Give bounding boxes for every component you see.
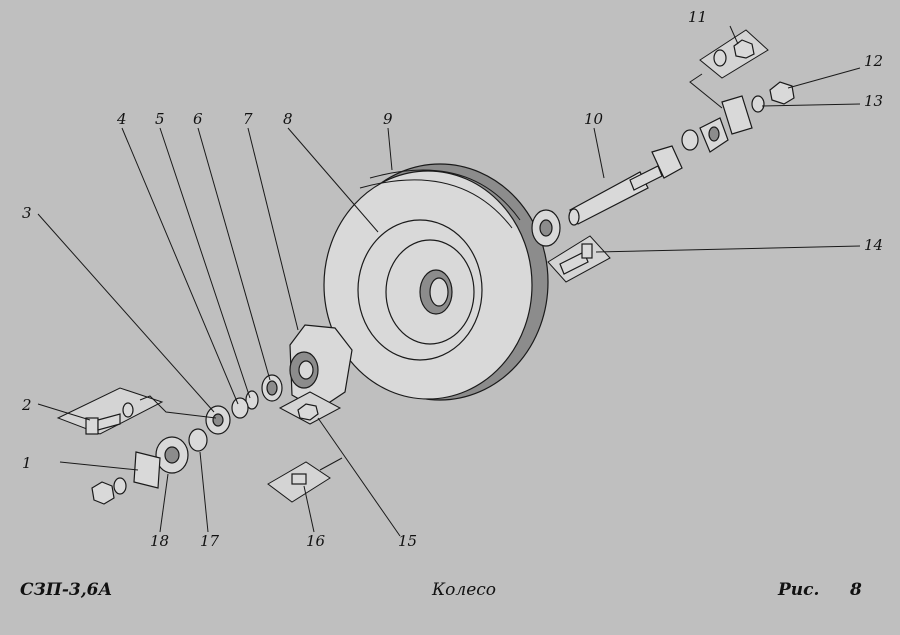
fitting-part-16 [267, 457, 343, 503]
drawing-title: Колесо [432, 580, 497, 600]
callout-8: 8 [283, 110, 293, 128]
plate-part-13 [721, 95, 765, 135]
leader-lines [37, 25, 861, 537]
washer-17 [188, 428, 208, 452]
callout-14: 14 [864, 236, 883, 254]
flange-right [651, 117, 729, 179]
callout-18: 18 [150, 532, 169, 550]
axle-part-10 [531, 165, 663, 247]
figure-number: 8 [850, 580, 862, 600]
nut-part-12 [769, 81, 795, 105]
callout-11: 11 [688, 8, 707, 26]
callout-6: 6 [193, 110, 203, 128]
figure-label: Рис. [778, 580, 820, 600]
callout-10: 10 [584, 110, 604, 128]
seal-4 [231, 397, 249, 419]
callouts: 1 2 3 4 5 6 7 8 9 10 11 12 13 14 15 16 1… [21, 8, 883, 550]
plate-part-1 [91, 451, 161, 505]
hub-part-7 [289, 324, 353, 411]
callout-17: 17 [200, 532, 220, 550]
flange-18 [155, 436, 189, 474]
callout-15: 15 [398, 532, 417, 550]
callout-3: 3 [22, 204, 32, 222]
callout-1: 1 [22, 454, 32, 472]
callout-7: 7 [243, 110, 253, 128]
nut-part-15 [278, 391, 342, 425]
callout-5: 5 [155, 110, 165, 128]
bolt-box-14 [547, 235, 611, 283]
bearing-6 [261, 374, 283, 402]
nut-box-11 [689, 29, 769, 109]
callout-4: 4 [116, 110, 127, 128]
wheel-part-9 [323, 163, 549, 401]
callout-9: 9 [383, 110, 393, 128]
callout-16: 16 [306, 532, 326, 550]
callout-13: 13 [864, 92, 883, 110]
model-code: СЗП-3,6А [20, 580, 113, 600]
callout-12: 12 [864, 52, 883, 70]
cover-part-3 [205, 405, 231, 435]
bolt-part-2 [56, 387, 217, 435]
callout-2: 2 [21, 396, 32, 414]
